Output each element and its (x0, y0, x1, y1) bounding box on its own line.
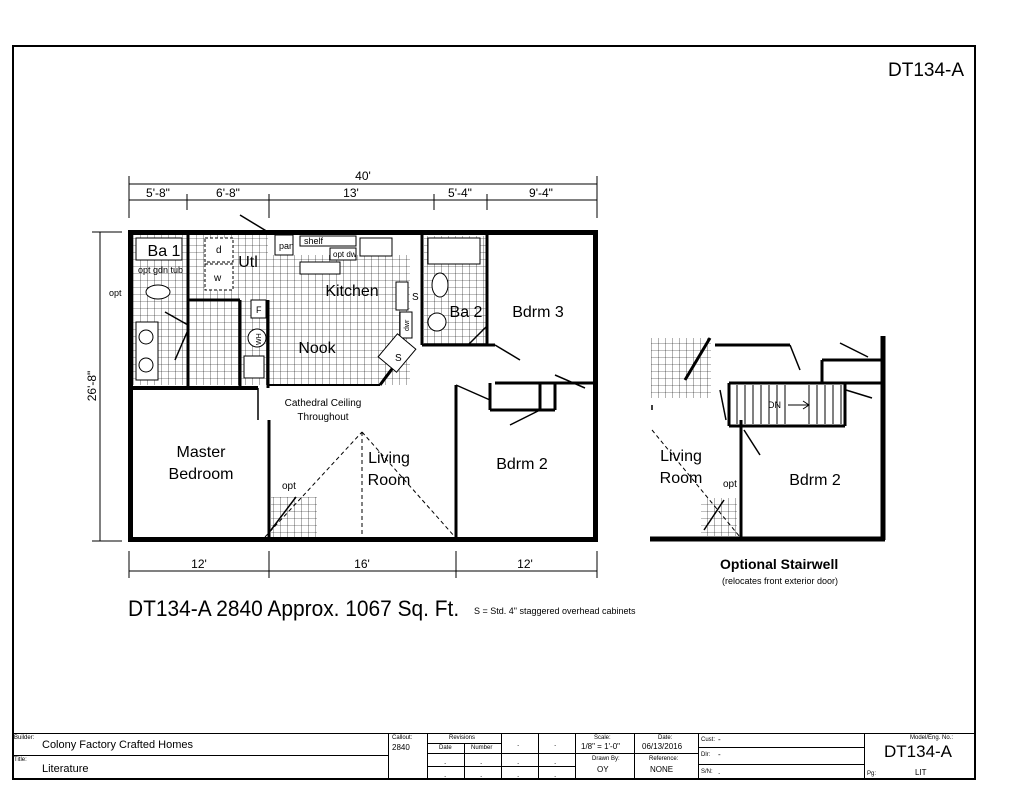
revisions-label: Revisions (449, 735, 476, 741)
label-opt-left: opt (109, 288, 122, 298)
label-opt-dw: opt dw (333, 250, 357, 259)
room-utl: Utl (238, 254, 258, 271)
dlr-value: - (718, 750, 721, 759)
sn-label: S/N: (701, 769, 713, 775)
pg-label: Pg: (867, 771, 877, 777)
label-water-heater: WH (256, 333, 263, 345)
room-ba2: Ba 2 (450, 304, 483, 321)
stair-treads (736, 385, 842, 424)
reference-value: NONE (650, 765, 674, 774)
rev-dot-10: . (554, 770, 557, 779)
title-block: Builder: Colony Factory Crafted Homes Ti… (12, 733, 976, 780)
rev-dot-3: . (444, 770, 447, 779)
room-bdrm3: Bdrm 3 (512, 304, 564, 321)
date-label: Date: (658, 735, 673, 741)
rev-date-label: Date (439, 745, 452, 751)
label-ceiling-1: Cathedral Ceiling (285, 398, 362, 409)
label-opt-fireplace: opt (282, 481, 296, 492)
rev-dot-5: . (517, 739, 520, 748)
walls (128, 214, 598, 542)
dim-bottom-2: 16' (354, 557, 370, 571)
opt-room-living-2: Room (660, 470, 703, 487)
cust-value: - (718, 735, 721, 744)
title-label: Title: (14, 757, 27, 763)
label-dryer: d (216, 245, 222, 256)
opt-room-living-1: Living (660, 448, 702, 465)
dim-top-5: 9'-4" (529, 186, 553, 200)
reference-label: Reference: (649, 756, 679, 762)
optional-title: Optional Stairwell (720, 556, 839, 572)
label-ceiling-2: Throughout (297, 412, 348, 423)
sn-value: . (718, 767, 721, 776)
dim-top-3: 13' (343, 186, 359, 200)
date-value: 06/13/2016 (642, 742, 683, 751)
label-dwr: dwr (404, 319, 411, 331)
scale-label: Scale: (594, 735, 611, 741)
label-shelf: shelf (304, 236, 324, 246)
dim-bottom-3: 12' (517, 557, 533, 571)
room-living-1: Living (368, 450, 410, 467)
room-living-2: Room (368, 472, 411, 489)
dim-bottom-1: 12' (191, 557, 207, 571)
cathedral-ceiling-lines (264, 431, 456, 538)
builder-label: Builder: (14, 735, 35, 741)
bottom-dimensions (128, 551, 598, 578)
dim-top-2: 6'-8" (216, 186, 240, 200)
model-code-header: DT134-A (888, 60, 965, 81)
drawn-label: Drawn By: (592, 756, 620, 762)
title-value: Literature (42, 763, 89, 775)
top-dimensions (128, 176, 598, 218)
drawing-sheet (12, 45, 976, 780)
dim-top-4: 5'-4" (448, 186, 472, 200)
dim-side: 26'-8" (85, 371, 99, 402)
room-bdrm2: Bdrm 2 (496, 456, 548, 473)
rev-dot-1: . (444, 757, 447, 766)
rev-dot-6: . (554, 739, 557, 748)
dim-overall: 40' (355, 169, 371, 183)
rev-dot-4: . (480, 770, 483, 779)
rev-dot-8: . (554, 757, 557, 766)
room-master-1: Master (177, 444, 227, 461)
opt-room-bdrm2: Bdrm 2 (789, 472, 841, 489)
callout-label: Callout: (392, 735, 413, 741)
label-pantry: pan (279, 241, 294, 251)
callout-value: 2840 (392, 743, 410, 752)
pg-value: LIT (915, 768, 927, 777)
label-opt-gdn-tub: opt gdn tub (138, 265, 183, 275)
optional-stairwell-detail (650, 336, 886, 542)
builder-value: Colony Factory Crafted Homes (42, 739, 193, 751)
dlr-label: Dlr: (701, 752, 711, 758)
model-label: Model/Eng. No.: (910, 735, 954, 741)
room-nook: Nook (298, 340, 336, 357)
label-cabinet-s-a: S (412, 292, 419, 303)
opt-label-opt: opt (723, 479, 737, 490)
optional-subtitle: (relocates front exterior door) (722, 576, 839, 586)
fixtures (135, 234, 481, 381)
rev-dot-7: . (517, 757, 520, 766)
side-dimension (92, 231, 122, 542)
label-cabinet-s-b: S (395, 353, 402, 364)
cabinet-note: S = Std. 4" staggered overhead cabinets (474, 606, 636, 616)
model-value: DT134-A (884, 742, 953, 761)
rev-dot-2: . (480, 757, 483, 766)
room-kitchen: Kitchen (325, 283, 378, 300)
scale-value: 1/8" = 1'-0" (581, 742, 621, 751)
cust-label: Cust: (701, 737, 716, 743)
label-furnace: F (256, 305, 262, 315)
drawn-value: OY (597, 765, 609, 774)
dim-top-1: 5'-8" (146, 186, 170, 200)
label-dn: DN (768, 400, 781, 410)
room-ba1: Ba 1 (148, 243, 181, 260)
room-master-2: Bedroom (169, 466, 234, 483)
rev-number-label: Number (471, 745, 493, 751)
rev-dot-9: . (517, 770, 520, 779)
label-washer: w (213, 273, 222, 284)
plan-title: DT134-A 2840 Approx. 1067 Sq. Ft. (128, 596, 460, 621)
